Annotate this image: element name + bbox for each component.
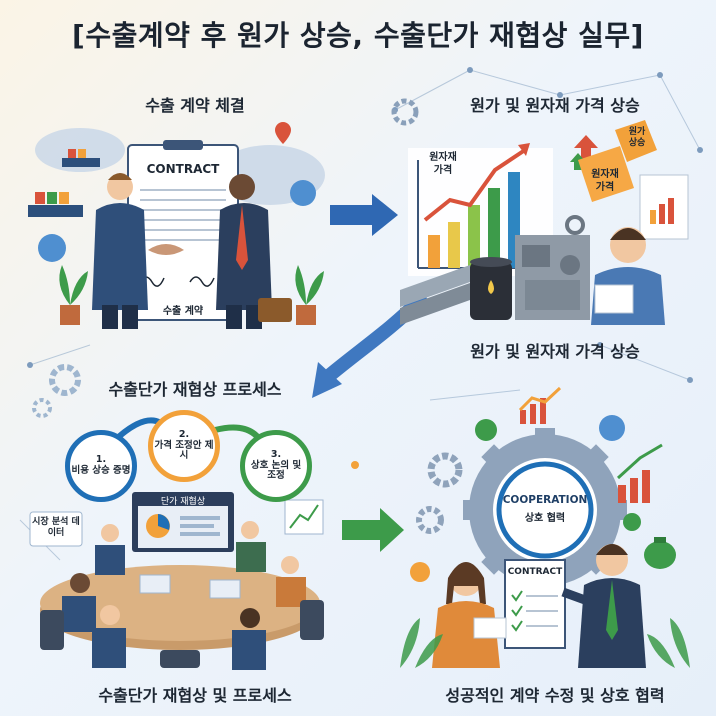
businessman-pointing (561, 544, 646, 668)
plant-icon (295, 265, 324, 325)
panel2-caption-lower: 원가 및 원자재 가격 상승 (470, 342, 640, 361)
panel3-caption-bottom: 수출단가 재협상 및 프로세스 (98, 686, 292, 705)
step3-number: 3. (270, 448, 282, 460)
market-data-card (29, 511, 83, 547)
dollar-coin-icon (475, 419, 497, 441)
contract-footer: 수출 계약 (162, 306, 204, 317)
factory-machine (515, 215, 590, 320)
screen-label: 단가 재협상 (160, 497, 206, 507)
briefcase-icon (258, 298, 292, 322)
gear-icon (391, 98, 419, 126)
tag-big-top: 원자재 (591, 169, 619, 180)
step2-text: 가격 조정안 제시 (154, 439, 214, 462)
gear-icon (32, 398, 52, 418)
handshake (148, 244, 184, 255)
up-arrow-icon (574, 135, 598, 160)
panel1-caption: 수출 계약 체결 (145, 96, 245, 115)
flow-arrow-right-top (330, 194, 398, 236)
gear-icon (49, 364, 81, 396)
gear-icon (427, 452, 463, 488)
contract-heading-2: CONTRACT (507, 567, 563, 577)
panel4-caption-bottom: 성공적인 계약 수정 및 상호 협력 (445, 686, 665, 705)
ship-icon (62, 149, 100, 167)
step2-bubble: 2. 가격 조정안 제시 (148, 410, 220, 482)
contract-heading: CONTRACT (146, 162, 220, 176)
growth-chart-icon (518, 386, 562, 424)
globe-icon (38, 234, 66, 262)
step1-text: 비용 상승 증명 (71, 465, 131, 476)
page-title: [수출계약 후 원가 상승, 수출단가 재협상 실무] (72, 19, 644, 52)
step2-number: 2. (178, 428, 190, 440)
oil-barrel (470, 257, 512, 320)
tag-big-bottom: 가격 (595, 182, 615, 193)
step1-number: 1. (95, 454, 107, 466)
step3-bubble: 3. 상호 논의 및 조정 (240, 430, 312, 502)
panel3-caption: 수출단가 재협상 프로세스 (108, 380, 282, 399)
businessman-left (92, 173, 148, 329)
plant-icon (59, 265, 88, 325)
worried-businessman (591, 227, 665, 325)
tag-small-top: 원가 (628, 127, 646, 137)
globe-icon (290, 180, 316, 206)
growth-chart-icon (616, 443, 663, 503)
businessman-right (216, 174, 272, 329)
panel2-caption: 원가 및 원자재 가격 상승 (470, 96, 640, 115)
market-data-text: 시장 분석 데이터 (32, 517, 80, 538)
money-bag-icon (644, 537, 676, 569)
step1-bubble: 1. 비용 상승 증명 (65, 430, 137, 502)
gear-icon (416, 506, 444, 534)
step3-text: 상호 논의 및 조정 (250, 459, 302, 482)
chart-label-top: 원자재 (429, 152, 457, 163)
contract-document (504, 559, 566, 649)
price-tag-small (615, 120, 657, 162)
businesswoman (432, 562, 507, 668)
flow-arrow-right-bottom (342, 508, 404, 552)
cooperation-label: COOPERATION (502, 494, 588, 506)
cooperation-sub-label: 상호 협력 (524, 513, 566, 524)
globe-icon (599, 415, 625, 441)
steel-beams (400, 265, 470, 325)
tag-small-bottom: 상승 (628, 138, 646, 148)
dollar-coin-icon (623, 513, 641, 531)
location-pin-icon (275, 122, 291, 144)
ship-icon (28, 192, 83, 217)
price-tag-big (578, 146, 634, 202)
chart-label-bottom: 가격 (433, 165, 453, 176)
dollar-coin-icon (410, 562, 430, 582)
